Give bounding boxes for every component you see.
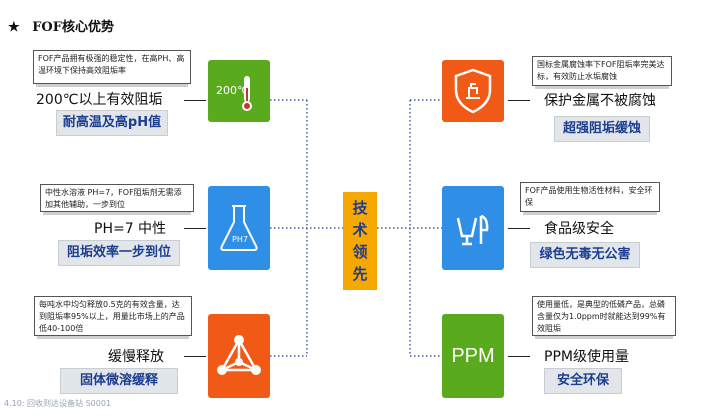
tableware-tile [442, 186, 504, 270]
page-title: ★ FOF核心优势 [8, 16, 114, 35]
desc-text: FOF产品使用生物活性材料，安全环保 [525, 186, 653, 207]
center-char: 术 [352, 221, 368, 239]
shield-icon [454, 68, 492, 114]
right-underline-1 [508, 100, 530, 101]
ppm-icon: PPM [451, 344, 495, 367]
desc-text: FOF产品拥有极强的稳定性，在高PH、高温环境下保持高效阻垢率 [38, 54, 185, 75]
right-desc-box-2: FOF产品使用生物活性材料，安全环保 [520, 182, 660, 215]
left-label-3: 缓慢释放 [108, 349, 164, 365]
shield-tile [442, 60, 504, 122]
molecule-icon [217, 335, 261, 375]
right-label-1: 保护金属不被腐蚀 [544, 93, 656, 109]
molecule-tile [208, 314, 270, 398]
page-title-text: FOF核心优势 [32, 20, 114, 35]
desc-text: 每吨水中均匀释放0.5克的有效含量，达到阻垢率95%以上，用量比市场上的产品低4… [39, 300, 185, 333]
left-desc-box-2: 中性水溶液 PH=7，FOF阻垢剂无需添加其他辅助，一步到位 [40, 184, 194, 215]
left-underline-1 [184, 100, 206, 101]
left-tag-2: 阻垢效率一步到位 [58, 240, 180, 266]
flask-tile: PH7 [208, 186, 270, 270]
right-desc-box-3: 使用量低，是典型的低磷产品，总磷含量仅为1.0ppm时就能达到99%有效阻垢 [532, 296, 676, 339]
right-underline-2 [508, 228, 530, 229]
right-label-2: 食品级安全 [544, 221, 614, 237]
center-char: 技 [352, 199, 368, 217]
right-tag-2: 绿色无毒无公害 [530, 242, 640, 268]
thermometer-icon: 200℃ [216, 76, 252, 111]
left-desc-box-1: FOF产品拥有极强的稳定性，在高PH、高温环境下保持高效阻垢率 [33, 50, 191, 87]
left-underline-3 [184, 356, 206, 357]
watermark: 4.10: 回收到达设备站 S0001 [4, 399, 112, 408]
tile-text-ph7: PH7 [232, 235, 248, 244]
right-desc-box-1: 国标金属腐蚀率下FOF阻垢率完美达标，有效防止水垢腐蚀 [532, 56, 672, 89]
star-icon: ★ [8, 20, 20, 35]
center-tech-leading: 技 术 领 先 [343, 192, 377, 290]
thermometer-tile: 200℃ [208, 60, 270, 122]
right-tag-1: 超强阻垢缓蚀 [554, 116, 650, 142]
tile-text-200c: 200℃ [216, 84, 249, 97]
desc-text: 中性水溶液 PH=7，FOF阻垢剂无需添加其他辅助，一步到位 [45, 188, 182, 209]
right-underline-3 [508, 356, 530, 357]
right-tag-3: 安全环保 [544, 368, 622, 394]
desc-text: 使用量低，是典型的低磷产品，总磷含量仅为1.0ppm时就能达到99%有效阻垢 [537, 300, 666, 333]
ppm-tile: PPM [442, 314, 504, 398]
flask-icon: PH7 [220, 205, 258, 251]
left-tag-3: 固体微溶缓释 [60, 368, 178, 394]
left-tag-1: 耐高温及高pH值 [56, 110, 168, 136]
desc-text: 国标金属腐蚀率下FOF阻垢率完美达标，有效防止水垢腐蚀 [537, 60, 665, 81]
center-char: 先 [352, 265, 368, 283]
left-underline-2 [184, 228, 206, 229]
left-label-1: 200℃以上有效阻垢 [36, 92, 163, 108]
left-label-2: PH=7 中性 [94, 221, 167, 237]
center-char: 领 [352, 243, 368, 261]
left-desc-box-3: 每吨水中均匀释放0.5克的有效含量，达到阻垢率95%以上，用量比市场上的产品低4… [34, 296, 192, 339]
tableware-icon [456, 214, 489, 246]
right-label-3: PPM级使用量 [544, 349, 629, 365]
